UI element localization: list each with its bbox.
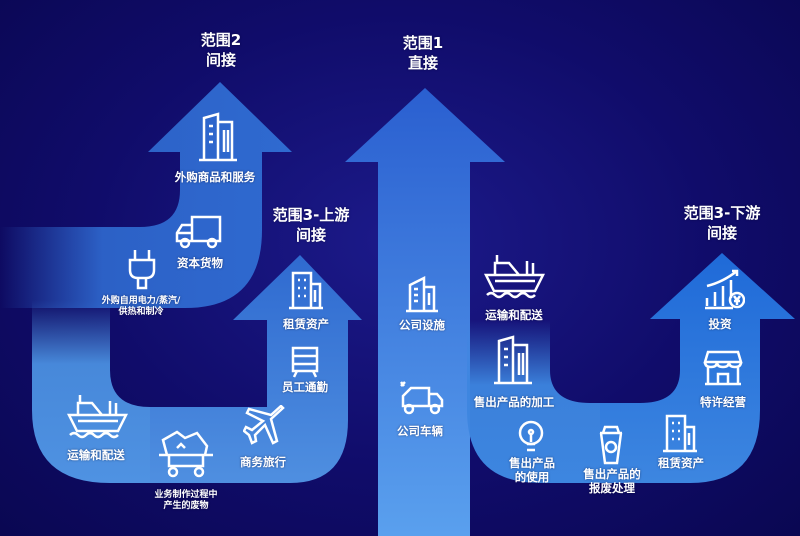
airplane-icon — [243, 405, 287, 447]
label-capital-goods: 资本货物 — [177, 256, 223, 270]
scope1-title-line1: 范围1 — [402, 34, 444, 52]
label-waste-line1: 业务制作过程中 — [154, 490, 218, 500]
scope3-upstream-title: 范围3-上游 间接 — [273, 205, 350, 246]
truck-icon — [174, 213, 224, 249]
lightbulb-icon — [516, 420, 546, 454]
investment-chart-icon — [703, 268, 745, 310]
label-company-vehicles: 公司车辆 — [397, 424, 443, 438]
electric-vehicle-icon — [395, 380, 445, 416]
label-use-line1: 售出产品 — [509, 456, 555, 470]
label-transport-upstream: 运输和配送 — [67, 448, 125, 462]
label-end-of-life-line1: 售出产品的 — [583, 467, 641, 481]
scope3-upstream-title-line1: 范围3-上游 — [272, 206, 350, 224]
label-leased-assets-upstream: 租赁资产 — [283, 317, 329, 331]
scope3-downstream-title-line1: 范围3-下游 — [683, 204, 761, 222]
building-icon — [196, 112, 240, 162]
label-end-of-life: 售出产品的 报废处理 — [583, 467, 641, 496]
label-franchises: 特许经营 — [700, 395, 746, 409]
facility-icon — [404, 275, 440, 313]
label-transport-downstream: 运输和配送 — [485, 308, 543, 322]
building-icon — [491, 335, 535, 385]
waste-cart-icon — [157, 428, 215, 478]
storefront-icon — [703, 350, 743, 386]
ship-icon — [66, 393, 128, 439]
scope2-title: 范围2 间接 — [201, 30, 241, 71]
ship-icon — [483, 253, 545, 299]
label-end-of-life-line2: 报废处理 — [589, 481, 635, 496]
label-purchased-energy-line2: 供热和制冷 — [118, 307, 164, 318]
label-purchased-goods: 外购商品和服务 — [174, 170, 256, 184]
scope3-downstream-arrow-left — [467, 320, 640, 483]
scope2-title-line2: 间接 — [205, 51, 236, 70]
scope3-upstream-arrow-right — [150, 255, 362, 483]
label-company-facilities: 公司设施 — [399, 318, 445, 332]
label-processing-sold-products: 售出产品的加工 — [473, 395, 555, 409]
label-waste-line2: 产生的废物 — [163, 501, 209, 512]
plug-icon — [126, 248, 158, 290]
label-employee-commuting: 员工通勤 — [282, 380, 328, 394]
label-use-line2: 的使用 — [514, 470, 550, 485]
label-purchased-energy-line1: 外购自用电力/蒸汽/ — [101, 296, 181, 306]
label-purchased-energy: 外购自用电力/蒸汽/ 供热和制冷 — [102, 296, 181, 319]
label-waste: 业务制作过程中 产生的废物 — [154, 490, 217, 513]
label-business-travel: 商务旅行 — [240, 455, 286, 469]
scope3-downstream-title-line2: 间接 — [706, 224, 738, 243]
recycle-cup-icon — [596, 425, 626, 465]
scope3-downstream-arrow-right — [600, 253, 795, 483]
label-investments: 投资 — [708, 317, 732, 331]
scope2-title-line1: 范围2 — [200, 31, 242, 49]
office-building-icon — [661, 413, 699, 453]
scope1-title-line2: 直接 — [407, 54, 438, 73]
label-use-of-sold-products: 售出产品 的使用 — [509, 456, 555, 485]
scope3-downstream-title: 范围3-下游 间接 — [684, 203, 761, 244]
train-icon — [290, 345, 320, 379]
label-leased-assets-downstream: 租赁资产 — [658, 456, 704, 470]
scope1-title: 范围1 直接 — [403, 33, 443, 74]
scope3-upstream-title-line2: 间接 — [295, 226, 327, 245]
office-building-icon — [287, 270, 325, 310]
